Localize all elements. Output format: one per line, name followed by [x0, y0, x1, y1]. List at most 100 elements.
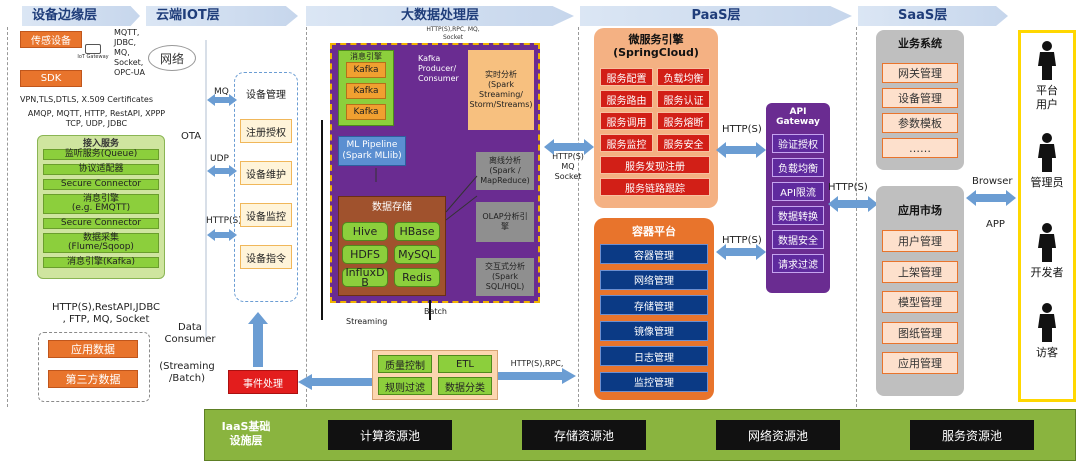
- udp-double-arrow: [207, 165, 237, 177]
- event-arrows: [248, 312, 372, 390]
- micro-service-wide-item: 服务链路跟踪: [600, 178, 710, 196]
- person-icon: [1038, 41, 1056, 80]
- gateway-item: 请求过滤: [772, 254, 824, 273]
- data-consumer-label: Data Consumer: [164, 322, 216, 345]
- container-item: 网络管理: [600, 269, 708, 290]
- browser-label: Browser: [972, 176, 1013, 187]
- edge-layer-header: 设备边缘层: [22, 6, 140, 26]
- micro-service-item: 服务配置: [600, 68, 653, 86]
- access-service-item: 监听服务(Queue): [43, 149, 159, 160]
- https-label-iot: HTTP(S): [206, 216, 242, 226]
- container-item: 日志管理: [600, 346, 708, 366]
- app-market-item: 图纸管理: [882, 321, 958, 344]
- container-item: 存储管理: [600, 295, 708, 315]
- access-service-item: 消息引擎(Kafka): [43, 257, 159, 268]
- olap-engine-box: OLAP分析引 擎: [476, 202, 534, 242]
- saas-user-arrow: [966, 190, 1016, 206]
- micro-service-item: 服务路由: [600, 90, 653, 108]
- micro-service-item: 服务调用: [600, 112, 653, 130]
- etl-item: 数据分类: [438, 377, 492, 395]
- storage-engine: HBase: [394, 222, 440, 241]
- https-label-3: HTTP(S): [828, 182, 868, 193]
- mq-double-arrow: [207, 94, 237, 106]
- security-protocols: VPN,TLS,DTLS, X.509 Certificates: [20, 95, 154, 104]
- business-system-item: ……: [882, 138, 958, 158]
- user-role: 平台 用户: [1021, 40, 1073, 126]
- etl-item: 质量控制: [378, 355, 432, 373]
- bigdata-top-protocols: HTTP(S),RPC, MQ, Socket: [426, 26, 480, 41]
- access-protocols: AMQP, MQTT, HTTP, RestAPI, XPPP TCP, UDP…: [27, 109, 166, 128]
- paas-layer-border: [578, 27, 579, 407]
- access-service-item: 协议适配器: [43, 164, 159, 175]
- sdk-box: SDK: [20, 70, 82, 87]
- paas-layer-header: PaaS层: [580, 6, 852, 26]
- iot-gateway-icon: IoT Gateway: [73, 44, 113, 64]
- gateway-label: IoT Gateway: [77, 54, 109, 60]
- micro-service-item: 服务监控: [600, 134, 653, 152]
- user-role: 开发者: [1021, 222, 1073, 308]
- user-role-label: 访客: [1036, 346, 1058, 359]
- user-role-label: 管理员: [1030, 176, 1064, 189]
- event-up-arrow: [248, 312, 268, 367]
- https-label-2: HTTP(S): [722, 235, 762, 246]
- gateway-item: 数据安全: [772, 230, 824, 249]
- etl-item: 规则过滤: [378, 377, 432, 395]
- ml-pipeline-box: ML Pipeline (Spark MLlib): [338, 136, 406, 166]
- storage-engine: Hive: [342, 222, 388, 241]
- message-engine-title: 消息引擎: [350, 51, 382, 61]
- streaming-batch-label: (Streaming /Batch): [159, 361, 215, 384]
- event-left-arrow: [298, 374, 372, 390]
- micro-service-wide-item: 服务发现注册: [600, 156, 710, 174]
- micro-service-item: 服务熔断: [657, 112, 710, 130]
- app-market-item: 模型管理: [882, 291, 958, 313]
- kafka-broker: Kafka: [346, 83, 386, 99]
- resource-pool: 网络资源池: [716, 420, 840, 450]
- device-function-item: 设备维护: [240, 161, 292, 185]
- micro-service-title: 微服务引擎 (SpringCloud): [613, 33, 699, 59]
- micro-gateway-arrow: [716, 142, 766, 158]
- kafka-broker: Kafka: [346, 62, 386, 78]
- app-market-item: 用户管理: [882, 230, 958, 252]
- https-label-1: HTTP(S): [722, 124, 762, 135]
- iaas-title: IaaS基础 设施层: [221, 420, 271, 447]
- streaming-line: [321, 120, 323, 320]
- business-system-item: 网关管理: [882, 63, 958, 83]
- app-market-title: 应用市场: [898, 204, 942, 217]
- resource-pool: 计算资源池: [328, 420, 452, 450]
- sensor-device: 传感设备: [20, 31, 82, 48]
- app-label: APP: [986, 219, 1005, 230]
- resource-pool: 存储资源池: [522, 420, 646, 450]
- container-item: 镜像管理: [600, 320, 708, 341]
- external-data-panel: [38, 332, 150, 402]
- gateway-item: API限流: [772, 182, 824, 201]
- device-management-title: 设备管理: [246, 89, 286, 101]
- micro-service-item: 服务认证: [657, 90, 710, 108]
- paas-gateway-arrows: [716, 142, 766, 260]
- user-role: 访客: [1021, 302, 1073, 388]
- device-function-item: 设备监控: [240, 203, 292, 227]
- person-icon: [1038, 223, 1056, 262]
- third-party-data-box: 第三方数据: [48, 370, 138, 388]
- user-role-label: 开发者: [1030, 266, 1064, 279]
- access-service-item: 数据采集 (Flume/Sqoop): [43, 233, 159, 253]
- bigdata-layer-header: 大数据处理层: [306, 6, 574, 26]
- saas-layer-header: SaaS层: [858, 6, 1008, 26]
- edge-http-protocols: HTTP(S),RestAPI,JDBC , FTP, MQ, Socket: [51, 302, 161, 325]
- edge-layer-border: [7, 27, 167, 407]
- iot-bus-line: [205, 40, 207, 340]
- app-market-item: 上架管理: [882, 260, 958, 283]
- resource-pool: 服务资源池: [910, 420, 1034, 450]
- offline-analysis-box: 离线分析 (Spark / MapReduce): [476, 152, 534, 190]
- bigdata-paas-protocols: HTTP(S) MQ Socket: [552, 152, 584, 181]
- person-icon: [1038, 133, 1056, 172]
- container-platform-title: 容器平台: [632, 225, 676, 238]
- batch-label: Batch: [424, 307, 447, 316]
- micro-service-item: 负载均衡: [657, 68, 710, 86]
- etl-right-arrow: [498, 368, 576, 384]
- access-service-item: 消息引擎 (e.g. EMQTT): [43, 194, 159, 214]
- device-management-panel: [234, 72, 298, 302]
- device-function-item: 设备指令: [240, 245, 292, 269]
- user-role: 管理员: [1021, 132, 1073, 218]
